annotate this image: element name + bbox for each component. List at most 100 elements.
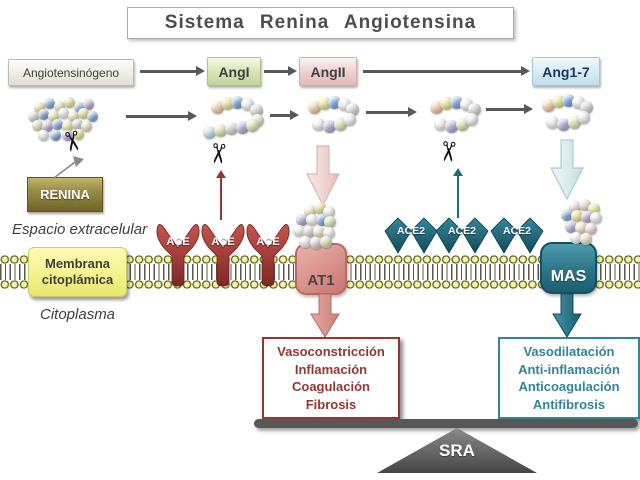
protein-bead [465,113,478,126]
protein-bead [58,108,69,119]
arrow-cluster3-to-cluster4 [366,107,417,117]
protein-bead [580,101,593,114]
protein-bead [64,97,75,108]
mas-effect-line: Anti-inflamación [518,361,620,377]
protein-bead [299,236,311,248]
protein-bead [54,101,65,112]
protein-bead [318,97,331,110]
protein-bead [44,98,55,109]
protein-bead [346,103,359,116]
ace2-receptor-shape [490,217,544,254]
protein-bead [561,209,573,221]
protein-bead [52,119,63,130]
protein-bead [62,121,73,132]
scissors-icon: ✂ [430,138,464,165]
mas-label: MAS [550,268,587,285]
ace2-activity-arrow [453,168,463,218]
angiotensinogen-label: Angiotensinógeno [22,65,120,80]
protein-bead [546,116,559,129]
protein-bead [83,99,94,110]
protein-bead [250,104,263,117]
page-title: Sistema Renina Angiotensina [164,12,477,33]
at1-effect-line: Vasoconstricción [277,344,385,359]
protein-bead [562,94,575,107]
ace2-receptor-shape [435,217,489,254]
protein-bead [324,216,336,228]
protein-bead [468,103,481,116]
ace-receptor-2: ACE [201,222,245,288]
ang17-label: Ang1-7 [542,63,590,80]
protein-bead [214,124,227,137]
at1-effect-line: Coagulación [291,379,370,394]
protein-bead [323,120,336,133]
protein-bead [48,111,59,122]
protein-bead [590,212,602,224]
extracellular-label: Espacio extracelular [12,221,148,238]
protein-bead [236,121,249,134]
ace-receptor-shape [246,224,290,287]
membrane-label-line2: citoplámica [41,272,114,287]
sra-label: SRA [439,441,475,460]
protein-bead [306,214,318,226]
mas-effect-line: Vasodilatación [523,344,615,359]
membrane-label-line1: Membrana [44,256,111,271]
ace2-label: ACE2 [396,225,425,237]
protein-bead [313,226,325,238]
protein-bead [552,95,565,108]
protein-bead [62,130,73,141]
protein-bead [570,232,582,244]
arrow-angII-to-ang17 [363,66,530,76]
protein-bead [440,97,453,110]
ang17-to-mas-arrow [550,139,584,201]
angII-to-at1-arrow [306,145,340,207]
protein-bead [28,111,39,122]
ace2-label: ACE2 [447,225,476,237]
ace2-receptor-shape [384,217,438,254]
protein-bead [293,225,305,237]
angII-label: AngII [310,63,346,80]
at1-to-effects-arrow [310,294,340,338]
protein-bead [68,111,79,122]
renina-box: RENINA [27,177,103,212]
ace-label: ACE [166,236,190,248]
protein-bead [203,126,216,139]
at1-effects-box: Vasoconstricción Inflamación Coagulación… [262,337,400,419]
at1-effect-line: Fibrosis [305,396,357,412]
balance-fulcrum [377,428,537,473]
protein-bead [571,210,583,222]
protein-bead [38,130,49,141]
protein-bead [42,121,53,132]
mas-effects-box: Vasodilatación Anti-inflamación Anticoag… [498,337,640,419]
protein-bead [303,226,315,238]
protein-bead [580,233,592,245]
angII-box: AngII [299,57,357,86]
protein-bead [78,108,89,119]
protein-bead [450,96,463,109]
title-box: Sistema Renina Angiotensina [127,7,514,39]
protein-bead [565,221,577,233]
angI-box: AngI [207,57,261,86]
mas-receptor: MAS [540,242,597,294]
ang17-box: Ang1-7 [532,57,600,86]
cytoplasm-label: Citoplasma [40,306,116,323]
ace-receptor-3: ACE [246,222,290,288]
arrow-angiotensinogen-to-angI [140,66,205,76]
angI-label: AngI [218,63,250,80]
ace-receptor-shape [156,224,200,287]
renina-label: RENINA [40,187,90,202]
protein-bead [328,96,341,109]
ace-label: ACE [211,236,235,248]
scissors-icon: ✂ [200,140,234,167]
protein-bead [34,102,45,113]
balance-beam [254,419,638,428]
protein-bead [310,237,322,249]
protein-bead [211,101,224,114]
protein-bead [225,122,238,135]
protein-bead [577,111,590,124]
arrow-cluster1-to-cluster2 [126,111,197,121]
ace-receptor-shape [201,224,245,287]
at1-label: AT1 [307,272,335,289]
protein-bead [445,120,458,133]
protein-bead [74,102,85,113]
